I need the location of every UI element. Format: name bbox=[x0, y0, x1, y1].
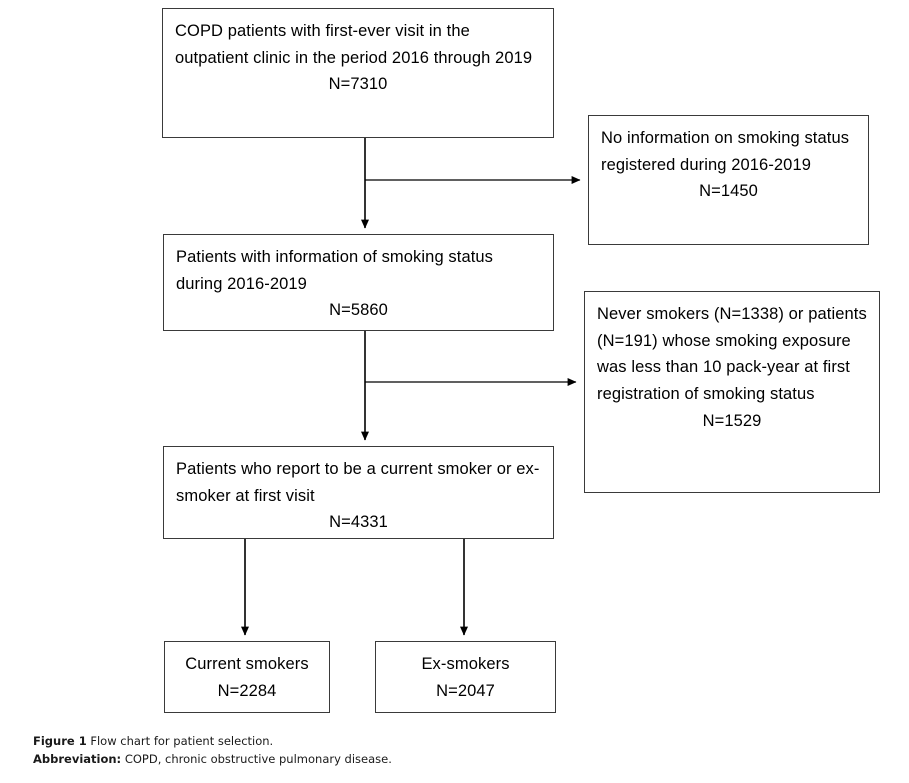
node-no-smoking-info-count: N=1450 bbox=[699, 182, 758, 201]
node-ex-smokers-count: N=2047 bbox=[436, 681, 495, 700]
node-ex-smokers: Ex-smokers N=2047 bbox=[375, 641, 556, 713]
node-cohort: COPD patients with first-ever visit in t… bbox=[162, 8, 554, 138]
node-excluded-text: Never smokers (N=1338) or patients (N=19… bbox=[597, 305, 867, 404]
caption-line-figure: Figure 1 Flow chart for patient selectio… bbox=[33, 733, 573, 751]
caption-figure-text: Flow chart for patient selection. bbox=[90, 734, 274, 748]
caption-line-abbreviation: Abbreviation: COPD, chronic obstructive … bbox=[33, 751, 573, 769]
node-smokers: Patients who report to be a current smok… bbox=[163, 446, 554, 539]
caption-abbrev-text: COPD, chronic obstructive pulmonary dise… bbox=[124, 751, 392, 766]
node-no-smoking-info: No information on smoking status registe… bbox=[588, 115, 869, 245]
node-no-smoking-info-text: No information on smoking status registe… bbox=[601, 129, 850, 174]
caption-abbrev-label: Abbreviation: bbox=[33, 751, 122, 766]
node-current-smokers: Current smokers N=2284 bbox=[164, 641, 330, 713]
node-with-info: Patients with information of smoking sta… bbox=[163, 234, 554, 331]
node-smokers-count: N=4331 bbox=[329, 513, 388, 532]
node-current-smokers-count: N=2284 bbox=[217, 681, 277, 700]
node-ex-smokers-text: Ex-smokers bbox=[421, 655, 510, 673]
node-cohort-text: COPD patients with first-ever visit in t… bbox=[175, 22, 533, 67]
node-smokers-text: Patients who report to be a current smok… bbox=[176, 460, 540, 505]
figure-caption: Figure 1 Flow chart for patient selectio… bbox=[33, 733, 573, 769]
node-with-info-text: Patients with information of smoking sta… bbox=[176, 248, 494, 293]
node-excluded-count: N=1529 bbox=[702, 411, 762, 430]
node-cohort-count: N=7310 bbox=[328, 75, 388, 94]
node-excluded-never-or-low: Never smokers (N=1338) or patients (N=19… bbox=[584, 291, 880, 493]
caption-figure-label: Figure 1 bbox=[33, 734, 87, 748]
node-current-smokers-text: Current smokers bbox=[185, 655, 309, 673]
node-with-info-count: N=5860 bbox=[329, 301, 388, 320]
